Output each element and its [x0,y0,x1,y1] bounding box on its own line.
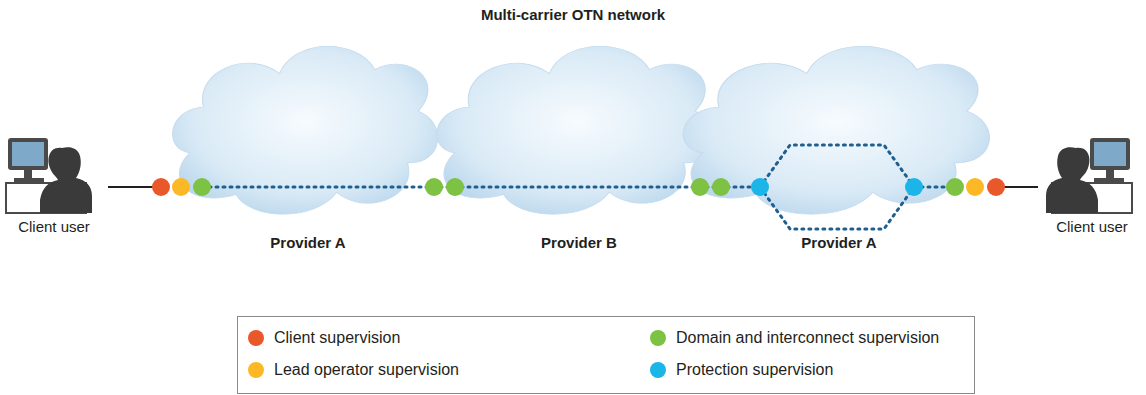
user-icon-frame [1038,128,1138,218]
cloud-outline [173,46,438,214]
legend-swatch [248,330,264,346]
provider-cloud: Provider A [168,30,448,258]
provider-label: Provider A [678,234,1000,251]
supervision-dot [446,178,464,196]
user-label: Client user [0,218,108,235]
provider-label: Provider A [168,234,448,251]
user-icon [1046,138,1132,213]
monitor-stand [1106,170,1114,178]
client-link [1000,186,1038,188]
cloud-shape [678,30,992,228]
monitor [1090,138,1130,170]
supervision-dot [691,178,709,196]
supervision-dot [425,178,443,196]
supervision-dot [152,178,170,196]
legend-entry: Protection supervision [650,361,833,379]
supervision-dot [966,178,984,196]
person-silhouette [1046,147,1098,213]
legend-entry: Lead operator supervision [248,361,459,379]
provider-label: Provider B [432,234,726,251]
user-icon-frame [0,128,100,218]
supervision-dot [946,178,964,196]
legend-box: Client supervisionLead operator supervis… [237,316,975,394]
monitor-screen [12,142,44,166]
provider-cloud: Provider B [432,30,726,258]
legend-swatch [248,362,264,378]
legend-text: Protection supervision [676,361,833,379]
cloud-outline [437,46,716,214]
supervision-dot [905,178,923,196]
legend-text: Domain and interconnect supervision [676,329,939,347]
legend-entry: Client supervision [248,329,400,347]
supervision-dot [172,178,190,196]
legend-text: Client supervision [274,329,400,347]
cloud-shape [432,30,718,228]
monitor [8,138,48,170]
legend-text: Lead operator supervision [274,361,459,379]
person-silhouette [40,147,92,213]
legend-entry: Domain and interconnect supervision [650,329,939,347]
client-user: Client user [0,128,108,238]
user-label: Client user [1038,218,1146,235]
monitor-screen [1094,142,1126,166]
legend-swatch [650,330,666,346]
user-icon [6,138,92,213]
supervision-dot [712,178,730,196]
cloud-outline [683,46,989,214]
legend-swatch [650,362,666,378]
supervision-dot [193,178,211,196]
monitor-stand [24,170,32,178]
client-user: Client user [1038,128,1146,238]
cloud-shape [168,30,440,228]
supervision-dot [751,178,769,196]
supervision-dot [987,178,1005,196]
diagram-title: Multi-carrier OTN network [0,6,1146,23]
